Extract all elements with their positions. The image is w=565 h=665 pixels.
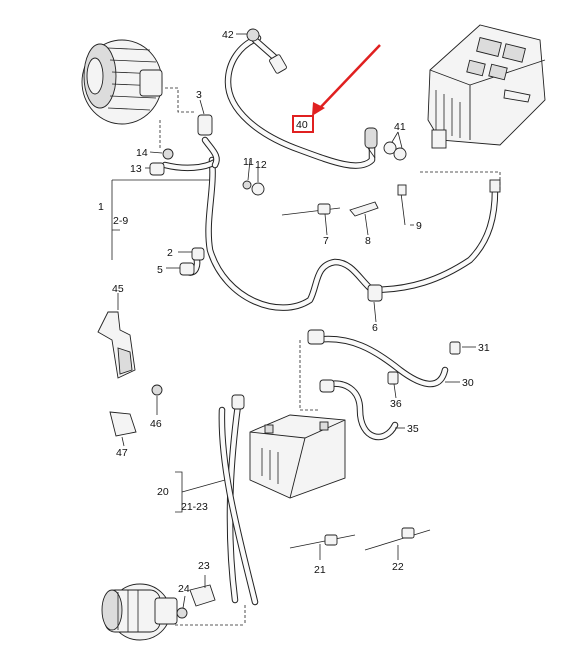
alternator-icon — [81, 39, 163, 125]
bracket-icon — [97, 311, 136, 379]
callout-14: 14 — [136, 147, 148, 159]
starter-harness-20 — [218, 394, 259, 606]
callout-21: 21 — [314, 564, 326, 576]
callout-46: 46 — [150, 418, 162, 430]
starter-motor-icon — [101, 583, 178, 641]
callout-47: 47 — [116, 447, 128, 459]
callout-41: 41 — [394, 121, 406, 133]
callout-2: 2 — [167, 247, 173, 259]
highlight-box — [292, 115, 314, 133]
small-parts — [109, 28, 461, 619]
callout-30: 30 — [462, 377, 474, 389]
callout-9: 9 — [416, 220, 422, 232]
callout-1: 1 — [98, 201, 104, 213]
callout-22: 22 — [392, 561, 404, 573]
callout-3: 3 — [196, 89, 202, 101]
battery-icon — [249, 414, 346, 499]
callout-31: 31 — [478, 342, 490, 354]
battery-cable-40 — [224, 34, 378, 169]
callout-36: 36 — [390, 398, 402, 410]
battery-harness-30-35 — [307, 329, 449, 441]
callout-8: 8 — [365, 235, 371, 247]
main-harness-1 — [161, 114, 501, 311]
callout-45: 45 — [112, 283, 124, 295]
callout-42: 42 — [222, 29, 234, 41]
callout-12: 12 — [255, 159, 267, 171]
callout-13: 13 — [130, 163, 142, 175]
callout-40: 40 — [296, 119, 308, 131]
dashed-lines — [159, 87, 501, 626]
leader-lines — [111, 33, 476, 609]
callout-5: 5 — [157, 264, 163, 276]
callout-20: 20 — [157, 486, 169, 498]
callout-6: 6 — [372, 322, 378, 334]
callout-23: 23 — [198, 560, 210, 572]
callout-35: 35 — [407, 423, 419, 435]
callout-7: 7 — [323, 235, 329, 247]
highlight-arrow — [312, 44, 381, 116]
fuse-relay-box-icon — [427, 24, 546, 149]
callout-24: 24 — [178, 583, 190, 595]
callout-21-23: 21-23 — [181, 501, 208, 513]
callout-11: 11 — [243, 156, 254, 168]
callout-2-9: 2-9 — [113, 215, 128, 227]
